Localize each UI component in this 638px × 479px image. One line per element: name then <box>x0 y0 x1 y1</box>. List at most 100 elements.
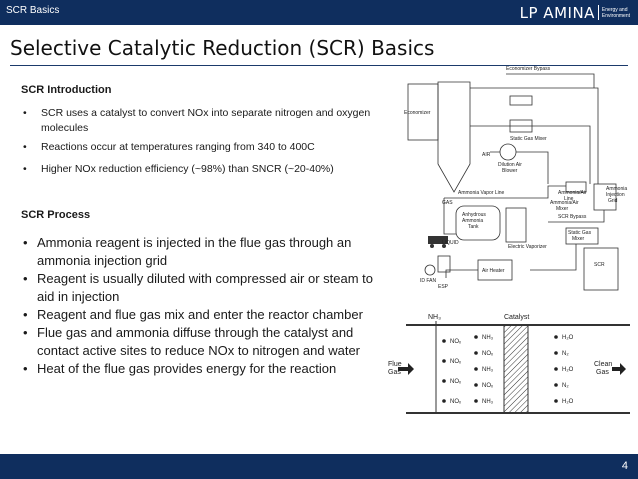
mid-species-label: NH₃ <box>482 367 494 373</box>
right-species-label: H₂O <box>562 335 574 341</box>
mid-species-label: NOₓ <box>482 383 493 389</box>
left-species-label: NOₓ <box>450 339 461 345</box>
label-air: AIR <box>482 152 491 158</box>
scr-system-schematic: Economizer Bypass Economizer Static Gas … <box>404 66 627 291</box>
catalyst-reaction-diagram: NH₃ Catalyst Flue Gas Clean Gas NOₓNOₓNO… <box>388 314 630 414</box>
logo-tagline-line-2: Environment <box>601 12 630 19</box>
left-species-dot <box>442 339 446 343</box>
clean-arrow <box>612 363 626 375</box>
label-electric-vaporizer: Electric Vaporizer <box>508 244 547 250</box>
label-ammonia-air-1: Ammonia/Air <box>558 190 587 196</box>
intro-bullet: Higher NOx reduction efficiency (~98%) t… <box>21 162 406 177</box>
intro-bullet: SCR uses a catalyst to convert NOx into … <box>21 106 406 136</box>
left-species-dot <box>442 359 446 363</box>
mixer-box <box>565 181 587 193</box>
economizer-body <box>437 81 471 193</box>
label-clean-1: Clean <box>594 361 612 368</box>
label-grid-2: Injection <box>606 192 625 198</box>
scr-reactor <box>583 247 619 291</box>
process-bullet: Heat of the flue gas provides energy for… <box>21 360 386 378</box>
logo-tagline-line-1: Energy and <box>601 6 628 13</box>
process-bullet: Ammonia reagent is injected in the flue … <box>21 234 386 270</box>
page-number: 4 <box>621 460 628 472</box>
mid-species-dot <box>474 351 478 355</box>
right-species-label: H₂O <box>562 367 574 373</box>
label-scr: SCR <box>594 262 605 268</box>
label-ammonia-air-2: Line <box>564 196 574 202</box>
left-species-label: NOₓ <box>450 399 461 405</box>
label-ammonia-vapor-line: Ammonia Vapor Line <box>458 190 505 196</box>
truck-icon <box>428 236 448 244</box>
label-grid-3: Grid <box>608 198 618 204</box>
mid-species-label: NH₃ <box>482 399 494 405</box>
static-mixer-box <box>509 119 533 133</box>
label-grid-1: Ammonia <box>606 186 627 192</box>
company-logo: LP AMINA Energy and Environment <box>520 3 630 22</box>
mid-species-label: NH₃ <box>482 335 494 341</box>
right-species-dot <box>554 335 558 339</box>
label-static-gas-mixer: Static Gas Mixer <box>510 136 547 142</box>
right-species-dot <box>554 351 558 355</box>
label-economizer-bypass: Economizer Bypass <box>506 66 551 72</box>
label-static-gas-2b: Mixer <box>572 236 585 242</box>
process-bullet-list: Ammonia reagent is injected in the flue … <box>21 234 386 378</box>
process-bullet: Reagent is usually diluted with compress… <box>21 270 386 306</box>
mid-species-label: NOₓ <box>482 351 493 357</box>
right-species-dot <box>554 399 558 403</box>
flue-arrow <box>398 363 414 375</box>
label-clean-2: Gas <box>596 369 609 376</box>
label-mixer-1: Ammonia/Air <box>550 200 579 206</box>
mid-species-dot <box>474 335 478 339</box>
mid-species-dot <box>474 383 478 387</box>
mid-species-dot <box>474 399 478 403</box>
mid-species-dot <box>474 367 478 371</box>
right-species-label: H₂O <box>562 399 574 405</box>
title-rule <box>10 65 628 66</box>
label-id-fan: ID FAN <box>420 278 437 284</box>
label-dilution-air-2: Blower <box>502 168 518 174</box>
label-mixer-2: Mixer <box>556 206 569 212</box>
right-species-label: N₂ <box>562 383 569 389</box>
label-anhydrous-3: Tank <box>468 224 479 230</box>
label-static-gas-2a: Static Gas <box>568 230 592 236</box>
ammonia-tank <box>455 205 501 241</box>
label-catalyst: Catalyst <box>504 314 529 321</box>
duct-top <box>470 87 599 184</box>
process-heading: SCR Process <box>21 209 91 221</box>
right-species-dot <box>554 383 558 387</box>
label-liquid: LIQUID <box>442 240 459 246</box>
blower-circle <box>499 143 517 161</box>
esp-box <box>437 255 451 273</box>
logo-divider <box>597 5 599 20</box>
logo-word: LP AMINA <box>519 3 595 22</box>
bypass-duct <box>506 73 595 88</box>
static-gas-mixer-2 <box>565 227 599 245</box>
process-bullet: Flue gas and ammonia diffuse through the… <box>21 324 386 360</box>
label-air-heater: Air Heater <box>482 268 505 274</box>
label-esp: ESP <box>438 284 449 290</box>
left-species-label: NOₓ <box>450 359 461 365</box>
slide-title: Selective Catalytic Reduction (SCR) Basi… <box>10 36 435 60</box>
right-species-label: N₂ <box>562 351 569 357</box>
id-fan-circle <box>424 264 436 276</box>
intro-bullet-list: SCR uses a catalyst to convert NOx into … <box>21 106 406 184</box>
left-species-dot <box>442 379 446 383</box>
injection-grid <box>593 183 617 211</box>
label-anhydrous-1: Anhydrous <box>462 212 486 218</box>
label-nh3-top: NH₃ <box>428 314 441 321</box>
label-flue-1: Flue <box>388 361 402 368</box>
catalyst-block <box>503 324 529 414</box>
left-species-dot <box>442 399 446 403</box>
label-flue-2: Gas <box>388 369 401 376</box>
logo-tagline: Energy and Environment <box>602 7 630 19</box>
label-scr-bypass: SCR Bypass <box>558 214 587 220</box>
process-bullet: Reagent and flue gas mix and enter the r… <box>21 306 386 324</box>
footer-bar: 4 <box>0 454 638 479</box>
label-gas: GAS <box>442 200 453 206</box>
vaporizer <box>505 207 527 243</box>
left-species-label: NOₓ <box>450 379 461 385</box>
boiler-block <box>407 83 439 141</box>
intro-bullet: Reactions occur at temperatures ranging … <box>21 140 406 155</box>
label-economizer: Economizer <box>404 110 431 116</box>
label-dilution-air-1: Dilution Air <box>498 162 522 168</box>
